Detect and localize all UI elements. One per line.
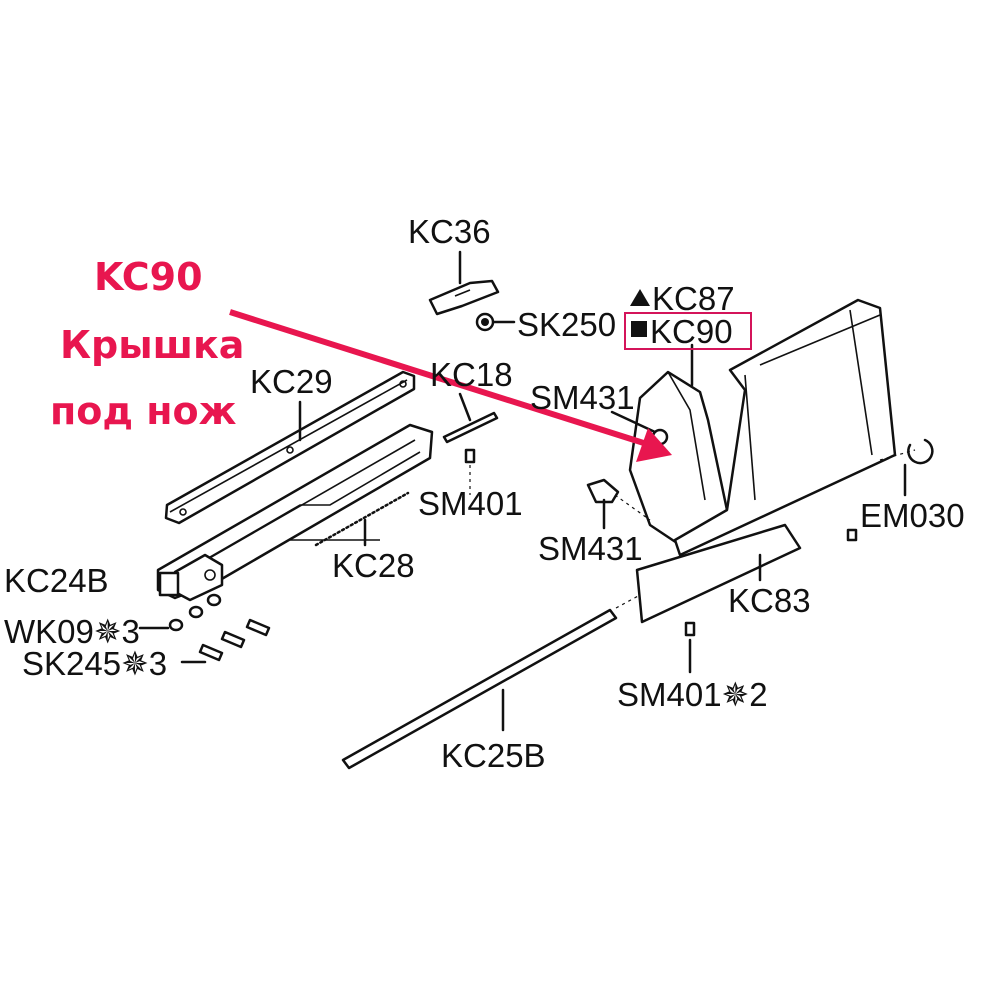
part-sk245 [180,618,271,664]
part-sm401-mid [464,448,476,495]
label-sm431-top: SM431 [530,379,635,416]
label-sm401-mid: SM401 [418,485,523,522]
part-kc29 [164,370,416,525]
part-sk250 [475,312,516,332]
label-em030: EM030 [860,497,965,534]
square-icon [631,321,647,337]
label-kc83: KC83 [728,582,811,619]
part-kc87-housing [673,298,897,557]
callout-line2: под нож [50,389,237,433]
part-kc36 [428,250,500,316]
label-sk245: SK245✵3 [22,645,167,682]
label-sm431-bottom: SM431 [538,530,643,567]
label-kc87: KC87 [652,280,735,317]
label-kc29: KC29 [250,363,333,400]
part-kc25b [341,594,641,770]
callout-line1: Крышка [60,323,244,367]
part-wk09 [138,593,222,632]
callout-code: KC90 [94,255,203,299]
callout-arrow [229,309,672,462]
part-sm401x2 [684,621,696,674]
part-em030 [879,438,934,497]
part-kc83 [635,523,802,624]
part-kc28 [290,491,410,547]
label-kc28: KC28 [332,547,415,584]
label-kc36: KC36 [408,213,491,250]
triangle-icon [630,289,650,306]
part-kc18 [442,392,499,444]
label-kc25b: KC25B [441,737,546,774]
part-sm431-bottom [586,478,651,530]
label-kc90: KC90 [650,313,733,350]
label-kc18: KC18 [430,356,513,393]
label-wk09: WK09✵3 [4,613,140,650]
label-kc24b: KC24B [4,562,109,599]
part-sm401-right [846,528,858,542]
part-kc24b [156,423,434,602]
kc90-highlight-box [624,312,752,350]
label-sk250: SK250 [517,306,616,343]
part-kc90-cover [628,343,729,547]
label-sm401x2: SM401✵2 [617,676,768,713]
